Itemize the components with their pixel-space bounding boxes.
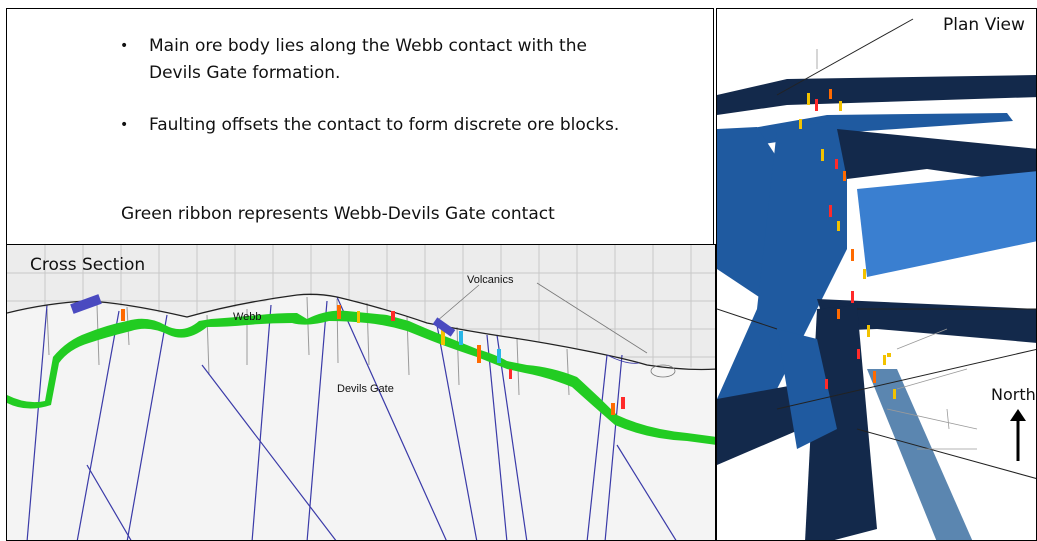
- fault-traces: [717, 18, 1036, 479]
- fault-planes: [717, 75, 1036, 540]
- plan-view-panel: Plan View North: [716, 8, 1037, 541]
- bullet-text: Faulting offsets the contact to form dis…: [149, 115, 620, 135]
- bullet-item: • Main ore body lies along the Webb cont…: [119, 33, 629, 87]
- volcanics-label: Volcanics: [467, 274, 514, 286]
- devils-gate-label: Devils Gate: [337, 383, 394, 395]
- bullet-list: • Main ore body lies along the Webb cont…: [119, 33, 629, 164]
- ribbon-note: Green ribbon represents Webb-Devils Gate…: [121, 204, 555, 224]
- plan-view-title: Plan View: [943, 15, 1025, 35]
- up-arrow-icon: [1010, 409, 1026, 461]
- plan-view-drawing: [717, 18, 1036, 540]
- ore-markers: [70, 294, 625, 415]
- text-panel: • Main ore body lies along the Webb cont…: [6, 8, 714, 244]
- bullet-icon: •: [120, 117, 129, 133]
- cross-section-drawing: [7, 245, 715, 540]
- bullet-icon: •: [120, 38, 129, 54]
- cross-section-panel: Cross Section Volcanics Webb Devils Gate: [6, 244, 716, 541]
- ground-surface-fill: [7, 295, 715, 540]
- bullet-text: Main ore body lies along the Webb contac…: [149, 36, 587, 83]
- bullet-item: • Faulting offsets the contact to form d…: [119, 112, 629, 139]
- cross-section-title: Cross Section: [30, 255, 146, 275]
- plan-ore-markers: [799, 89, 896, 399]
- contact-ribbon: [7, 310, 715, 445]
- volcanics-leader: [436, 282, 676, 378]
- drillhole-traces: [816, 49, 978, 450]
- faults: [26, 296, 677, 540]
- topography-line: [7, 293, 715, 371]
- north-label: North: [991, 385, 1036, 404]
- webb-label: Webb: [233, 311, 262, 323]
